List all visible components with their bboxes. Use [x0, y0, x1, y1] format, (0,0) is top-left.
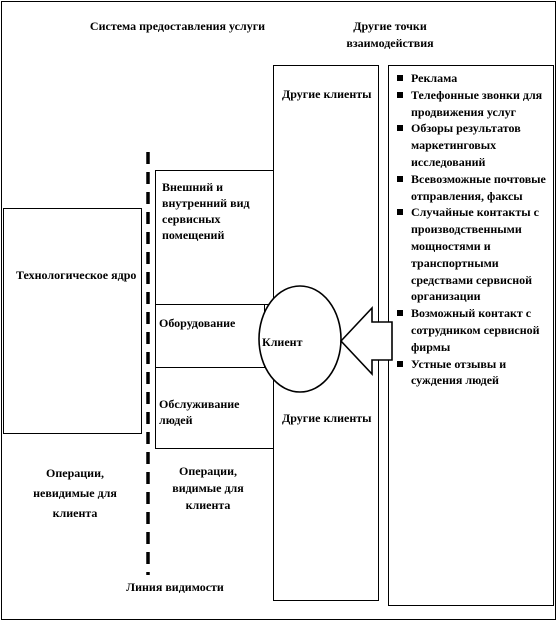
client-label: Клиент — [262, 335, 303, 349]
list-item: Случайные контакты с производственными м… — [391, 204, 551, 305]
technological-core-label: Технологическое ядро — [16, 268, 137, 282]
operations-invisible-label: Операции, невидимые для клиента — [33, 466, 117, 520]
technological-core-box: Технологическое ядро — [3, 208, 142, 434]
visibility-line-label: Линия видимости — [126, 580, 224, 594]
list-item: Телефонные звонки для продвижения услуг — [391, 87, 551, 121]
list-item: Всевозможные почтовые отправления, факсы — [391, 171, 551, 205]
list-item: Реклама — [391, 70, 551, 87]
equipment-box: Оборудование — [155, 304, 265, 368]
list-item: Устные отзывы и суждения людей — [391, 356, 551, 390]
client-circle — [258, 285, 342, 393]
people-service-label: Обслуживание людей — [159, 397, 240, 427]
list-item: Возможный контакт с сотрудником сервисно… — [391, 305, 551, 355]
service-system-header: Система предоставления услуги — [89, 19, 266, 33]
equipment-label: Оборудование — [159, 316, 236, 330]
contact-points-box: Реклама Телефонные звонки для продвижени… — [388, 65, 554, 606]
other-clients-bottom-label: Другие клиенты — [282, 411, 372, 425]
appearance-label: Внешний и внутренний вид сервисных помещ… — [162, 180, 250, 242]
appearance-box: Внешний и внутренний вид сервисных помещ… — [155, 170, 275, 305]
other-clients-top-label: Другие клиенты — [282, 87, 372, 101]
contact-points-list: Реклама Телефонные звонки для продвижени… — [391, 70, 551, 389]
other-points-header: Другие точки взаимодействия — [346, 19, 434, 50]
people-service-box: Обслуживание людей — [155, 367, 275, 449]
arrow-left-icon — [339, 305, 393, 377]
operations-visible-label: Операции, видимые для клиента — [172, 464, 244, 512]
list-item: Обзоры результатов маркетинговых исследо… — [391, 120, 551, 170]
